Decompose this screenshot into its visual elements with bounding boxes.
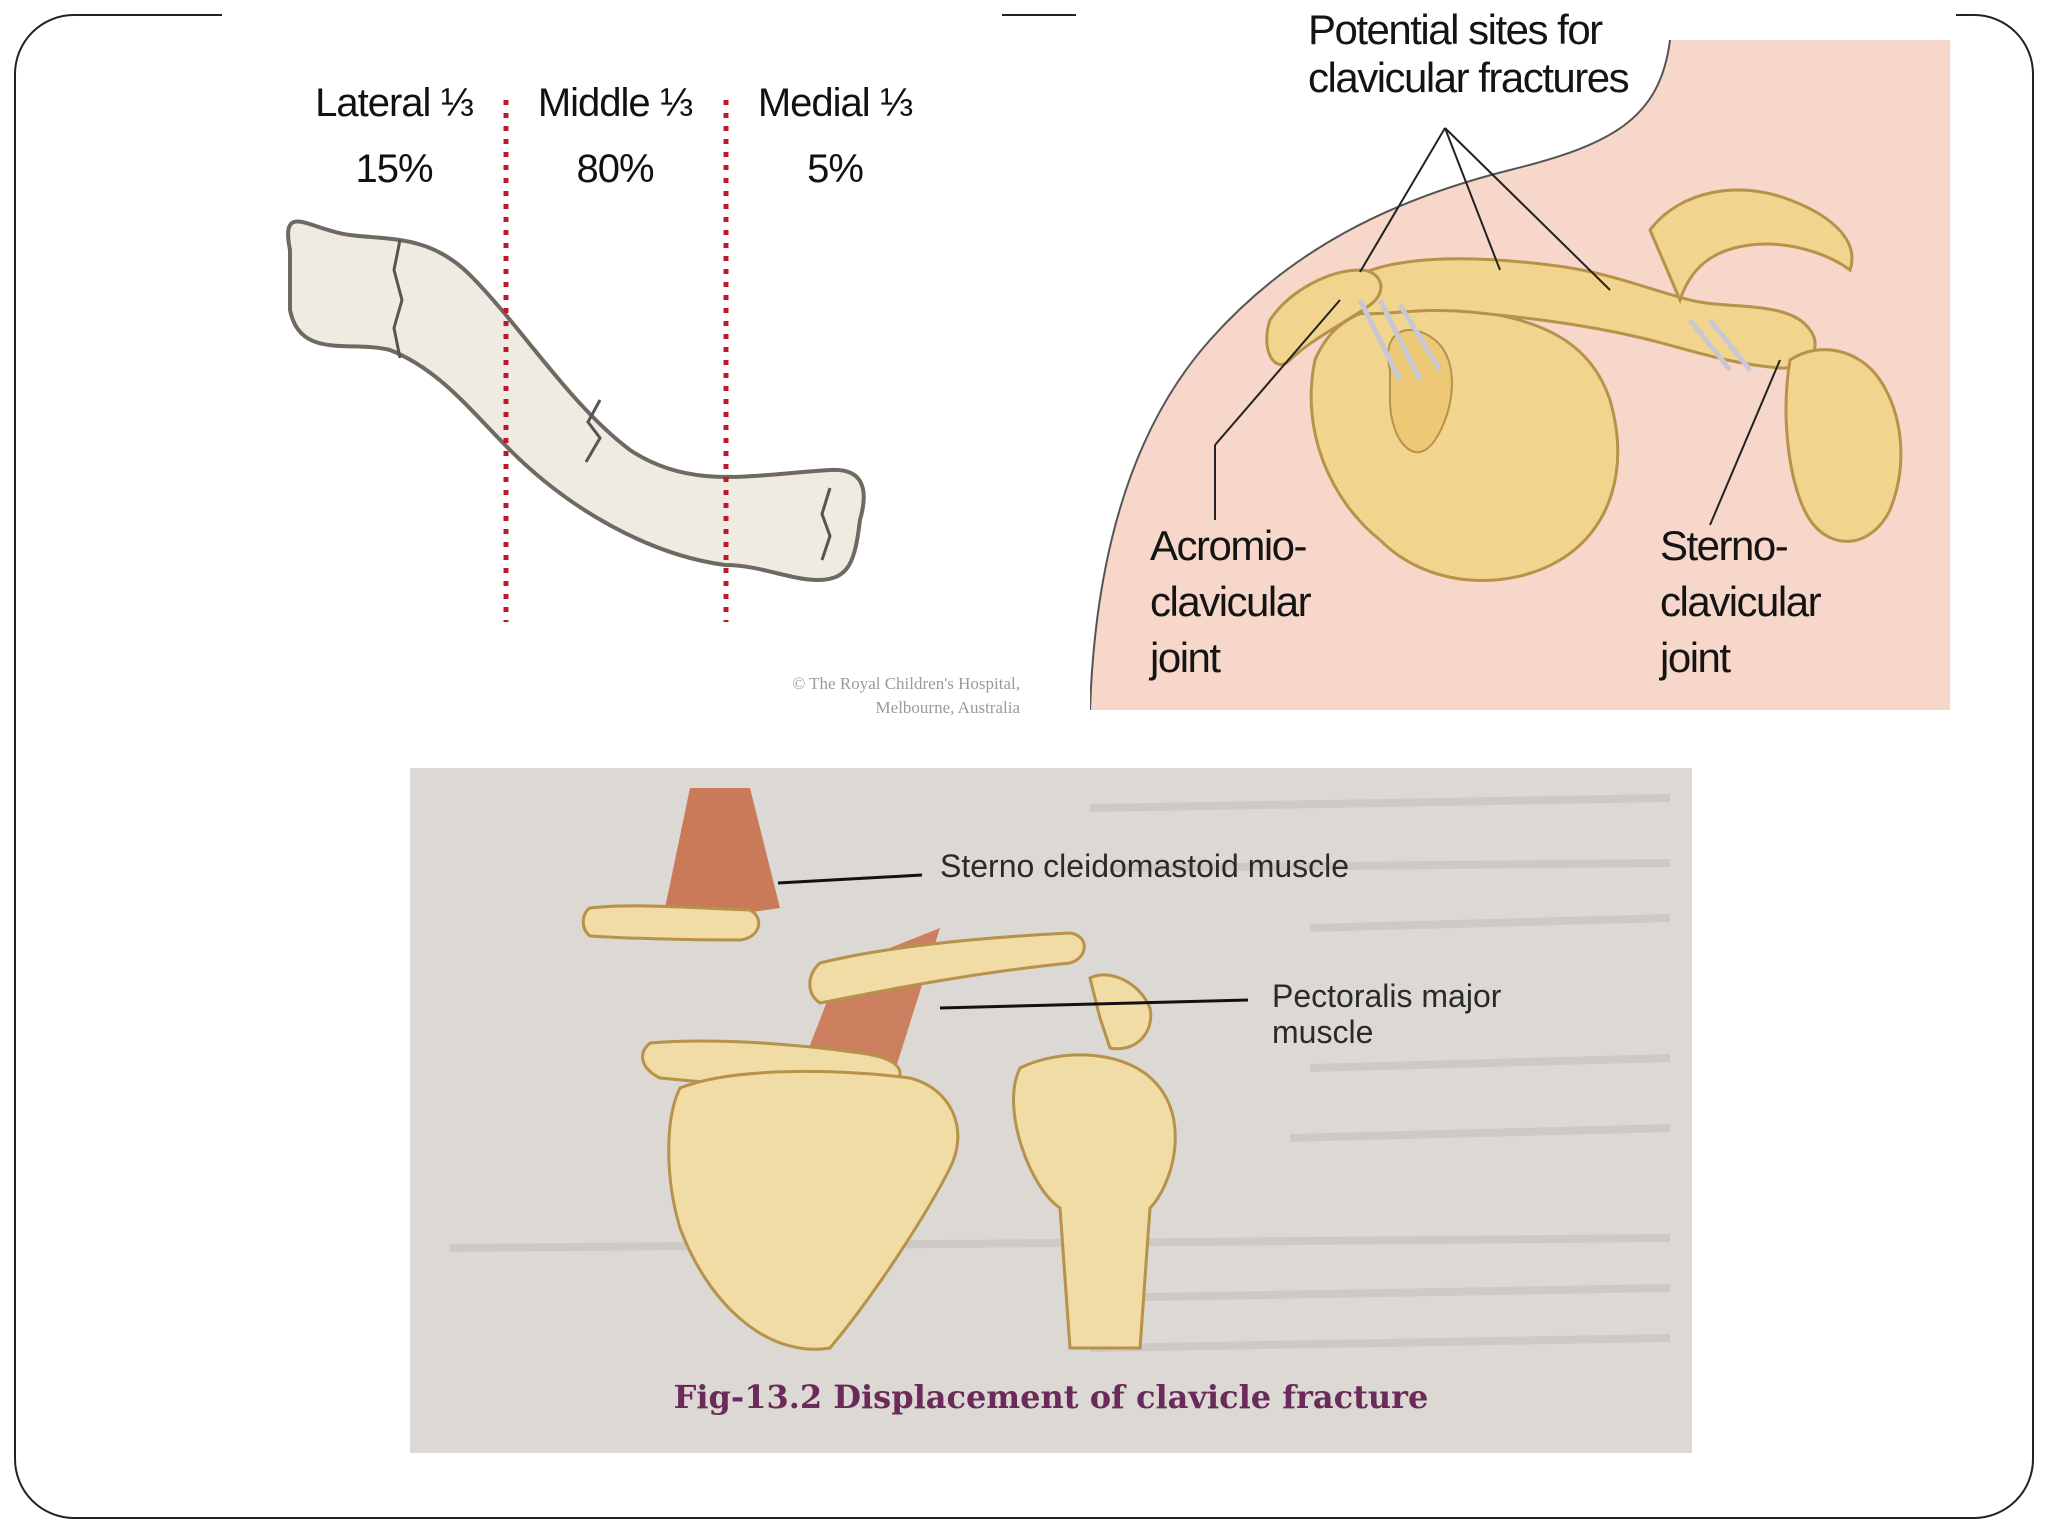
frame-gap — [222, 6, 1002, 24]
fracture-sites-title-line-2: clavicular fractures — [1308, 54, 1630, 101]
clavicle-thirds-diagram: Lateral ⅓ 15% Middle ⅓ 80% Medial ⅓ 5% ©… — [270, 60, 1030, 740]
coracoid-process — [1088, 973, 1153, 1051]
scm-pointer — [777, 873, 923, 885]
shoulder-anatomy-diagram: Potential sites for clavicular fractures… — [1090, 0, 1950, 710]
pointer-sterno — [1709, 359, 1781, 526]
fracture-sites-title-line-1: Potential sites for — [1308, 6, 1603, 53]
acromion — [1265, 268, 1383, 366]
scm-muscle — [665, 788, 780, 918]
middle-third-label: Middle ⅓ 80% — [515, 80, 715, 192]
pointer-acromio-diag — [1214, 299, 1341, 446]
fracture-lateral — [392, 239, 404, 359]
displacement-illustration — [449, 788, 1671, 1352]
medial-third-label: Medial ⅓ 5% — [735, 80, 935, 192]
background-text-lines — [449, 794, 1671, 1352]
acromio-label-line-1: Acromio- — [1150, 522, 1308, 569]
pointer-line-3 — [1444, 127, 1611, 291]
copyright-line-1: © The Royal Children's Hospital, — [792, 674, 1020, 693]
shoulder-illustration — [1090, 39, 1950, 710]
medial-third-name: Medial ⅓ — [757, 81, 913, 125]
first-rib — [1648, 188, 1854, 305]
lateral-third-percent: 15% — [355, 147, 433, 191]
lateral-third-name: Lateral ⅓ — [315, 81, 474, 125]
fracture-sites-title: Potential sites for clavicular fractures — [1308, 6, 1630, 102]
pectoralis-label: Pectoralis major muscle — [1272, 978, 1501, 1050]
medial-third-percent: 5% — [807, 147, 864, 191]
slide-frame — [14, 14, 2034, 1519]
clavicle-fragment-displaced — [808, 931, 1086, 1005]
scapula-body — [667, 1069, 960, 1351]
middle-third-name: Middle ⅓ — [537, 81, 693, 125]
fracture-middle — [584, 399, 602, 463]
middle-third-percent: 80% — [576, 147, 654, 191]
pointer-line-1 — [1359, 127, 1446, 273]
lateral-third-label: Lateral ⅓ 15% — [294, 80, 494, 192]
pectoralis-label-line-2: muscle — [1272, 1014, 1374, 1050]
sternum — [1784, 348, 1903, 543]
clavicle-bone-illustration — [286, 100, 866, 622]
sternoclavicular-joint-label: Sterno- clavicular joint — [1660, 518, 1822, 686]
copyright-notice: © The Royal Children's Hospital, Melbour… — [660, 672, 1020, 720]
sterno-label-line-2: clavicular — [1660, 578, 1822, 625]
humerus-head — [1012, 1053, 1177, 1350]
sterno-label-line-3: joint — [1660, 634, 1731, 681]
fracture-medial — [820, 487, 832, 561]
sterno-label-line-1: Sterno- — [1660, 522, 1789, 569]
skin-outline — [1090, 39, 1671, 710]
acromioclavicular-joint-label: Acromio- clavicular joint — [1150, 518, 1312, 686]
copyright-line-2: Melbourne, Australia — [875, 698, 1020, 717]
pectoralis-label-line-1: Pectoralis major — [1272, 978, 1502, 1014]
acromio-label-line-2: clavicular — [1150, 578, 1312, 625]
clavicle-bone — [286, 219, 866, 583]
clavicle-fragment-medial — [581, 904, 761, 942]
scm-label: Sterno cleidomastoid muscle — [940, 848, 1350, 884]
figure-caption: Fig-13.2 Displacement of clavicle fractu… — [673, 1378, 1429, 1416]
pectoralis-pointer — [939, 998, 1249, 1010]
displacement-figure: Sterno cleidomastoid muscle Pectoralis m… — [410, 768, 1692, 1453]
ligaments — [1357, 298, 1752, 382]
acromio-label-line-3: joint — [1150, 634, 1221, 681]
pointer-line-2 — [1444, 127, 1501, 271]
